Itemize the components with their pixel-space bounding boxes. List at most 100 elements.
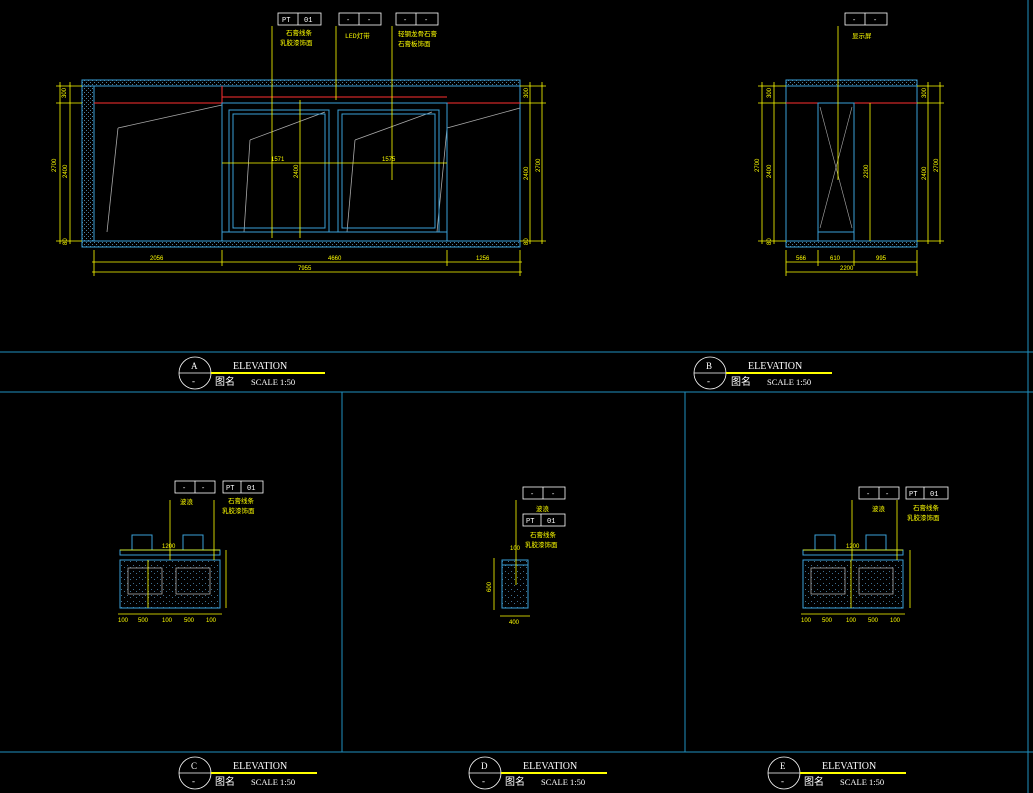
tag-a1-note1: 石膏线条	[286, 28, 313, 37]
title-c-name: 图名	[215, 775, 235, 788]
tag-e2-note1: 石膏线条	[913, 503, 940, 512]
dim-b-right-2: 2400	[922, 166, 928, 180]
dim-a-left-4: 80	[63, 238, 69, 245]
dim-a-right-2: 2400	[524, 166, 530, 180]
material-tag-a2[interactable]: - - LED灯带	[338, 12, 382, 40]
counter-body-c	[119, 559, 221, 609]
dim-c-bottom-1: 100	[118, 618, 129, 624]
monitor-e-right	[865, 534, 887, 551]
title-block-b[interactable]: B - ELEVATION 图名 SCALE 1:50	[693, 356, 832, 390]
title-block-a[interactable]: A - ELEVATION 图名 SCALE 1:50	[178, 356, 325, 390]
tag-c1-num: -	[201, 485, 205, 493]
dim-c-top: 1200	[162, 544, 176, 550]
diagonal-panels-a	[106, 104, 521, 233]
title-block-c[interactable]: C - ELEVATION 图名 SCALE 1:50	[178, 756, 317, 790]
elevation-e-drawing[interactable]: 1200 100 500 100 500 100	[801, 500, 911, 624]
tag-a2-note1: LED灯带	[345, 31, 370, 40]
tag-a3-note2: 石膏板饰面	[398, 39, 431, 48]
tag-a2-num: -	[367, 17, 371, 25]
elevation-a-drawing[interactable]: 300 2700 2400 80 300 2400 2700 80 1571 1…	[52, 26, 546, 276]
material-tag-e2[interactable]: PT 01 石膏线条 乳胶漆饰面	[905, 486, 949, 522]
dim-c-bottom-3: 100	[162, 618, 173, 624]
dim-a-mid-3: 2400	[294, 164, 300, 178]
material-tag-d2[interactable]: PT 01 石膏线条 乳胶漆饰面	[522, 513, 566, 549]
material-tag-c1[interactable]: - - 波浪	[174, 480, 216, 506]
title-a-name: 图名	[215, 375, 235, 388]
wall-outline-a	[93, 85, 521, 242]
dim-d-top: 100	[510, 546, 521, 552]
dim-a-right-1: 300	[524, 87, 530, 98]
title-a-scale: SCALE 1:50	[251, 377, 295, 387]
dim-c-bottom-4: 500	[184, 618, 195, 624]
dim-b-bottom-3: 995	[876, 256, 887, 262]
tag-a2-code: -	[346, 17, 350, 25]
tag-b1-code: -	[852, 17, 856, 25]
dim-e-top: 1200	[846, 544, 860, 550]
material-tag-e1[interactable]: - - 波浪	[858, 486, 900, 513]
bottom-dimensions-b	[785, 250, 918, 276]
title-c-label: C	[191, 761, 197, 771]
left-wall-a	[81, 85, 95, 242]
dim-b-bottom-2: 610	[830, 256, 841, 262]
material-tag-a1[interactable]: PT 01 石膏线条 乳胶漆饰面	[277, 12, 322, 47]
title-c-sub: -	[192, 776, 195, 786]
tag-e1-note1: 波浪	[872, 504, 886, 513]
tag-d2-note1: 石膏线条	[530, 530, 557, 539]
title-d-name: 图名	[505, 775, 525, 788]
title-d-label: D	[481, 761, 488, 771]
dim-e-bottom-3: 100	[846, 618, 857, 624]
material-tag-c2[interactable]: PT 01 石膏线条 乳胶漆饰面	[222, 480, 264, 515]
dim-a-bottom-1: 2056	[150, 256, 164, 262]
mid-dimension-a	[222, 100, 447, 238]
tag-b1-num: -	[873, 17, 877, 25]
material-tag-b1[interactable]: - - 显示屏	[844, 12, 888, 40]
ceiling-slab-b	[785, 79, 918, 87]
title-c-scale: SCALE 1:50	[251, 777, 295, 787]
title-a-title: ELEVATION	[233, 361, 287, 372]
leaders-a	[271, 26, 393, 238]
title-b-scale: SCALE 1:50	[767, 377, 811, 387]
tag-a3-code: -	[403, 17, 407, 25]
left-dimensions-a	[56, 82, 82, 244]
floor-slab-b	[785, 240, 918, 248]
title-d-sub: -	[482, 776, 485, 786]
counter-body-e	[802, 559, 904, 609]
dim-a-bottom-3: 1256	[476, 256, 490, 262]
tag-c1-code: -	[182, 485, 186, 493]
title-b-label: B	[706, 361, 712, 371]
tag-e2-num: 01	[930, 491, 938, 499]
tag-d2-num: 01	[547, 518, 555, 526]
title-d-title: ELEVATION	[523, 761, 577, 772]
monitor-c-right	[182, 534, 204, 551]
dims-d	[493, 500, 530, 617]
dim-e-bottom-2: 500	[822, 618, 833, 624]
counter-body-d	[501, 559, 529, 609]
title-block-d[interactable]: D - ELEVATION 图名 SCALE 1:50	[468, 756, 607, 790]
tag-a3-num: -	[424, 17, 428, 25]
dim-b-bottom-1: 566	[796, 256, 807, 262]
dim-a-right-4: 80	[524, 238, 530, 245]
dim-a-left-3: 2400	[63, 164, 69, 178]
material-tag-d1[interactable]: - - 波浪	[522, 486, 566, 513]
dim-e-bottom-5: 100	[890, 618, 901, 624]
tag-c2-note1: 石膏线条	[228, 496, 255, 505]
dim-b-right-1: 300	[922, 87, 928, 98]
right-dimensions-b	[869, 82, 944, 244]
material-tag-a3[interactable]: - - 轻钢龙骨石膏 石膏板饰面	[395, 12, 439, 48]
tag-d1-num: -	[551, 491, 555, 499]
title-block-e[interactable]: E - ELEVATION 图名 SCALE 1:50	[767, 756, 906, 790]
title-a-sub: -	[192, 376, 195, 386]
tag-e1-num: -	[885, 491, 889, 499]
elevation-c-drawing[interactable]: 1200 100 500 100 500 100	[118, 500, 227, 624]
tag-d1-code: -	[530, 491, 534, 499]
tag-c2-note2: 乳胶漆饰面	[222, 506, 255, 515]
window-frames-a	[221, 102, 448, 242]
tag-d2-code: PT	[526, 518, 534, 526]
elevation-d-drawing[interactable]: 100 600 400	[487, 500, 530, 626]
tag-b1-note1: 显示屏	[852, 32, 872, 40]
elevation-b-drawing[interactable]: 300 2700 2400 80 300 2400 2700 2200 566 …	[755, 26, 944, 276]
dim-b-left-1: 300	[767, 87, 773, 98]
dim-b-left-2: 2700	[755, 158, 761, 172]
tag-d1-note1: 波浪	[536, 504, 550, 513]
